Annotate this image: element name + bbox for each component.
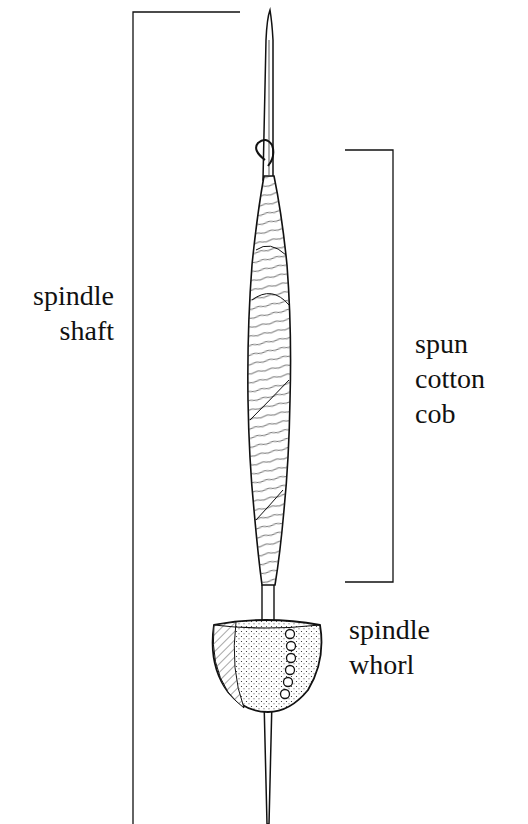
thread-loop <box>256 140 273 166</box>
spindle-shaft <box>263 10 273 180</box>
spindle-whorl <box>213 620 322 712</box>
bracket <box>133 12 240 824</box>
spindle-shaft <box>264 700 272 824</box>
whorl-decoration <box>281 630 296 699</box>
part-label: spindle shaft <box>4 278 114 348</box>
bracket <box>345 150 393 582</box>
part-label: spun cotton cob <box>415 326 507 431</box>
part-label: spindle whorl <box>349 612 464 682</box>
cotton-cob <box>248 176 291 585</box>
